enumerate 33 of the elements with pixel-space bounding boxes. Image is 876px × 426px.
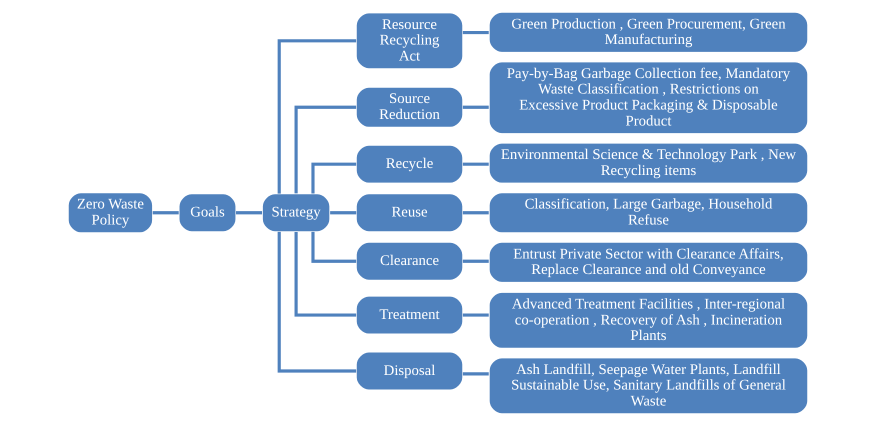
connector (462, 260, 489, 263)
node-box: Classification, Large Garbage, Household Refuse (488, 192, 808, 234)
node-box: Strategy (262, 193, 330, 232)
connector (330, 211, 356, 214)
node-box: Ash Landfill, Seepage Water Plants, Landfill Sustainable Use, Sanitary Landfills of General Waste (488, 357, 808, 414)
connector (236, 211, 262, 214)
node-box: Zero Waste Policy (68, 192, 154, 234)
connector (311, 162, 356, 194)
node-box: Pay-by-Bag Garbage Collection fee, Mandatory Waste Classification , Restrictions on Excessive Product Packaging & Disposable Product (488, 61, 808, 134)
node-box: Entrust Private Sector with Clearance Affairs, Replace Clearance and old Conveyance (488, 242, 808, 283)
node-box: Advanced Treatment Facilities , Inter-regional co-operation , Recovery of Ash , Incineration Plants (488, 292, 808, 349)
connector (294, 232, 356, 317)
node-box: Treatment (356, 296, 464, 335)
connector (462, 372, 489, 376)
node-box: Goals (178, 193, 236, 232)
node-box: Reuse (356, 193, 464, 232)
node-box: Green Production , Green Procurement, Green Manufacturing (488, 12, 808, 53)
connector (462, 31, 489, 34)
node-box: Disposal (356, 351, 464, 390)
connector (294, 106, 356, 194)
connector (462, 313, 489, 317)
node-box: Recycle (356, 144, 464, 184)
connector (278, 232, 356, 373)
node-box: Clearance (356, 242, 464, 281)
node-box: Source Reduction (356, 86, 464, 128)
connector (462, 211, 489, 214)
node-box: Resource Recycling Act (356, 12, 464, 70)
connector (311, 232, 356, 263)
connector (152, 211, 179, 214)
connector (278, 39, 356, 194)
node-box: Environmental Science & Technology Park , New Recycling items (488, 142, 808, 184)
connector (462, 106, 489, 109)
connector (462, 162, 489, 166)
